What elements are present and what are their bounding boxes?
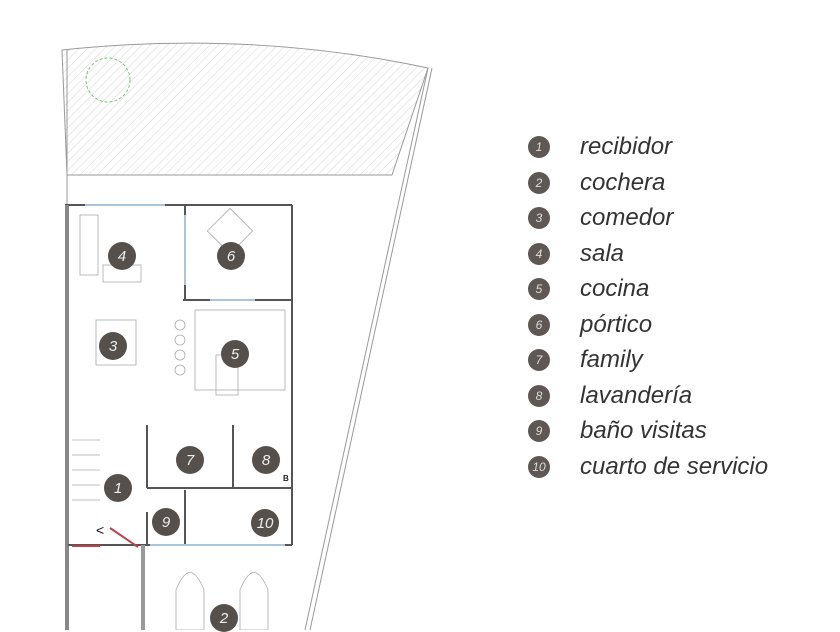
legend-item: 4 sala bbox=[528, 239, 624, 269]
room-marker-3: 3 bbox=[99, 332, 127, 360]
room-marker-9: 9 bbox=[152, 508, 180, 536]
legend-item: 8 lavandería bbox=[528, 381, 692, 411]
legend-number-badge: 2 bbox=[528, 171, 550, 194]
legend-item: 7 family bbox=[528, 345, 643, 375]
legend-item: 2 cochera bbox=[528, 168, 665, 198]
legend-item: 5 cocina bbox=[528, 274, 649, 304]
room-marker-2: 2 bbox=[210, 604, 238, 632]
room-marker-4: 4 bbox=[108, 242, 136, 270]
legend-item: 10 cuarto de servicio bbox=[528, 452, 768, 482]
legend-label: baño visitas bbox=[580, 417, 707, 444]
legend-number-badge: 5 bbox=[528, 278, 550, 300]
legend-item: 1 recibidor bbox=[528, 132, 672, 162]
room-marker-10: 10 bbox=[251, 509, 279, 537]
boiler-label: B bbox=[283, 474, 289, 483]
legend-number-badge: 7 bbox=[528, 349, 550, 371]
tree-icon bbox=[85, 57, 131, 103]
legend-item: 9 baño visitas bbox=[528, 416, 707, 446]
room-marker-5: 5 bbox=[221, 340, 249, 368]
legend-item: 3 comedor bbox=[528, 203, 673, 233]
windows bbox=[85, 204, 285, 546]
legend-number-badge: 3 bbox=[528, 207, 550, 229]
legend-label: pórtico bbox=[580, 310, 653, 338]
legend-item: 6 pórtico bbox=[528, 310, 652, 340]
legend-number-badge: 10 bbox=[528, 455, 550, 478]
room-marker-7: 7 bbox=[176, 446, 204, 474]
entry-arrow-icon: < bbox=[96, 522, 104, 538]
legend-label: sala bbox=[580, 239, 625, 267]
legend-number-badge: 6 bbox=[528, 313, 550, 336]
legend-number-badge: 1 bbox=[528, 136, 550, 158]
room-marker-1: 1 bbox=[104, 474, 132, 502]
legend-number-badge: 9 bbox=[528, 420, 550, 442]
walls bbox=[65, 204, 293, 630]
legend-label: cocina bbox=[580, 275, 650, 302]
legend-label: comedor bbox=[580, 204, 674, 231]
legend-label: family bbox=[580, 346, 643, 373]
garden-area bbox=[61, 42, 429, 176]
legend-number-badge: 4 bbox=[528, 242, 550, 265]
room-marker-6: 6 bbox=[217, 242, 245, 270]
legend-label: cuarto de servicio bbox=[580, 452, 769, 480]
furniture bbox=[72, 207, 286, 630]
legend-label: recibidor bbox=[580, 133, 673, 160]
legend-label: cochera bbox=[580, 168, 666, 196]
entry-door: < bbox=[72, 522, 139, 548]
legend-number-badge: 8 bbox=[528, 384, 550, 407]
legend-label: lavandería bbox=[580, 381, 693, 409]
room-marker-8: 8 bbox=[252, 446, 280, 474]
